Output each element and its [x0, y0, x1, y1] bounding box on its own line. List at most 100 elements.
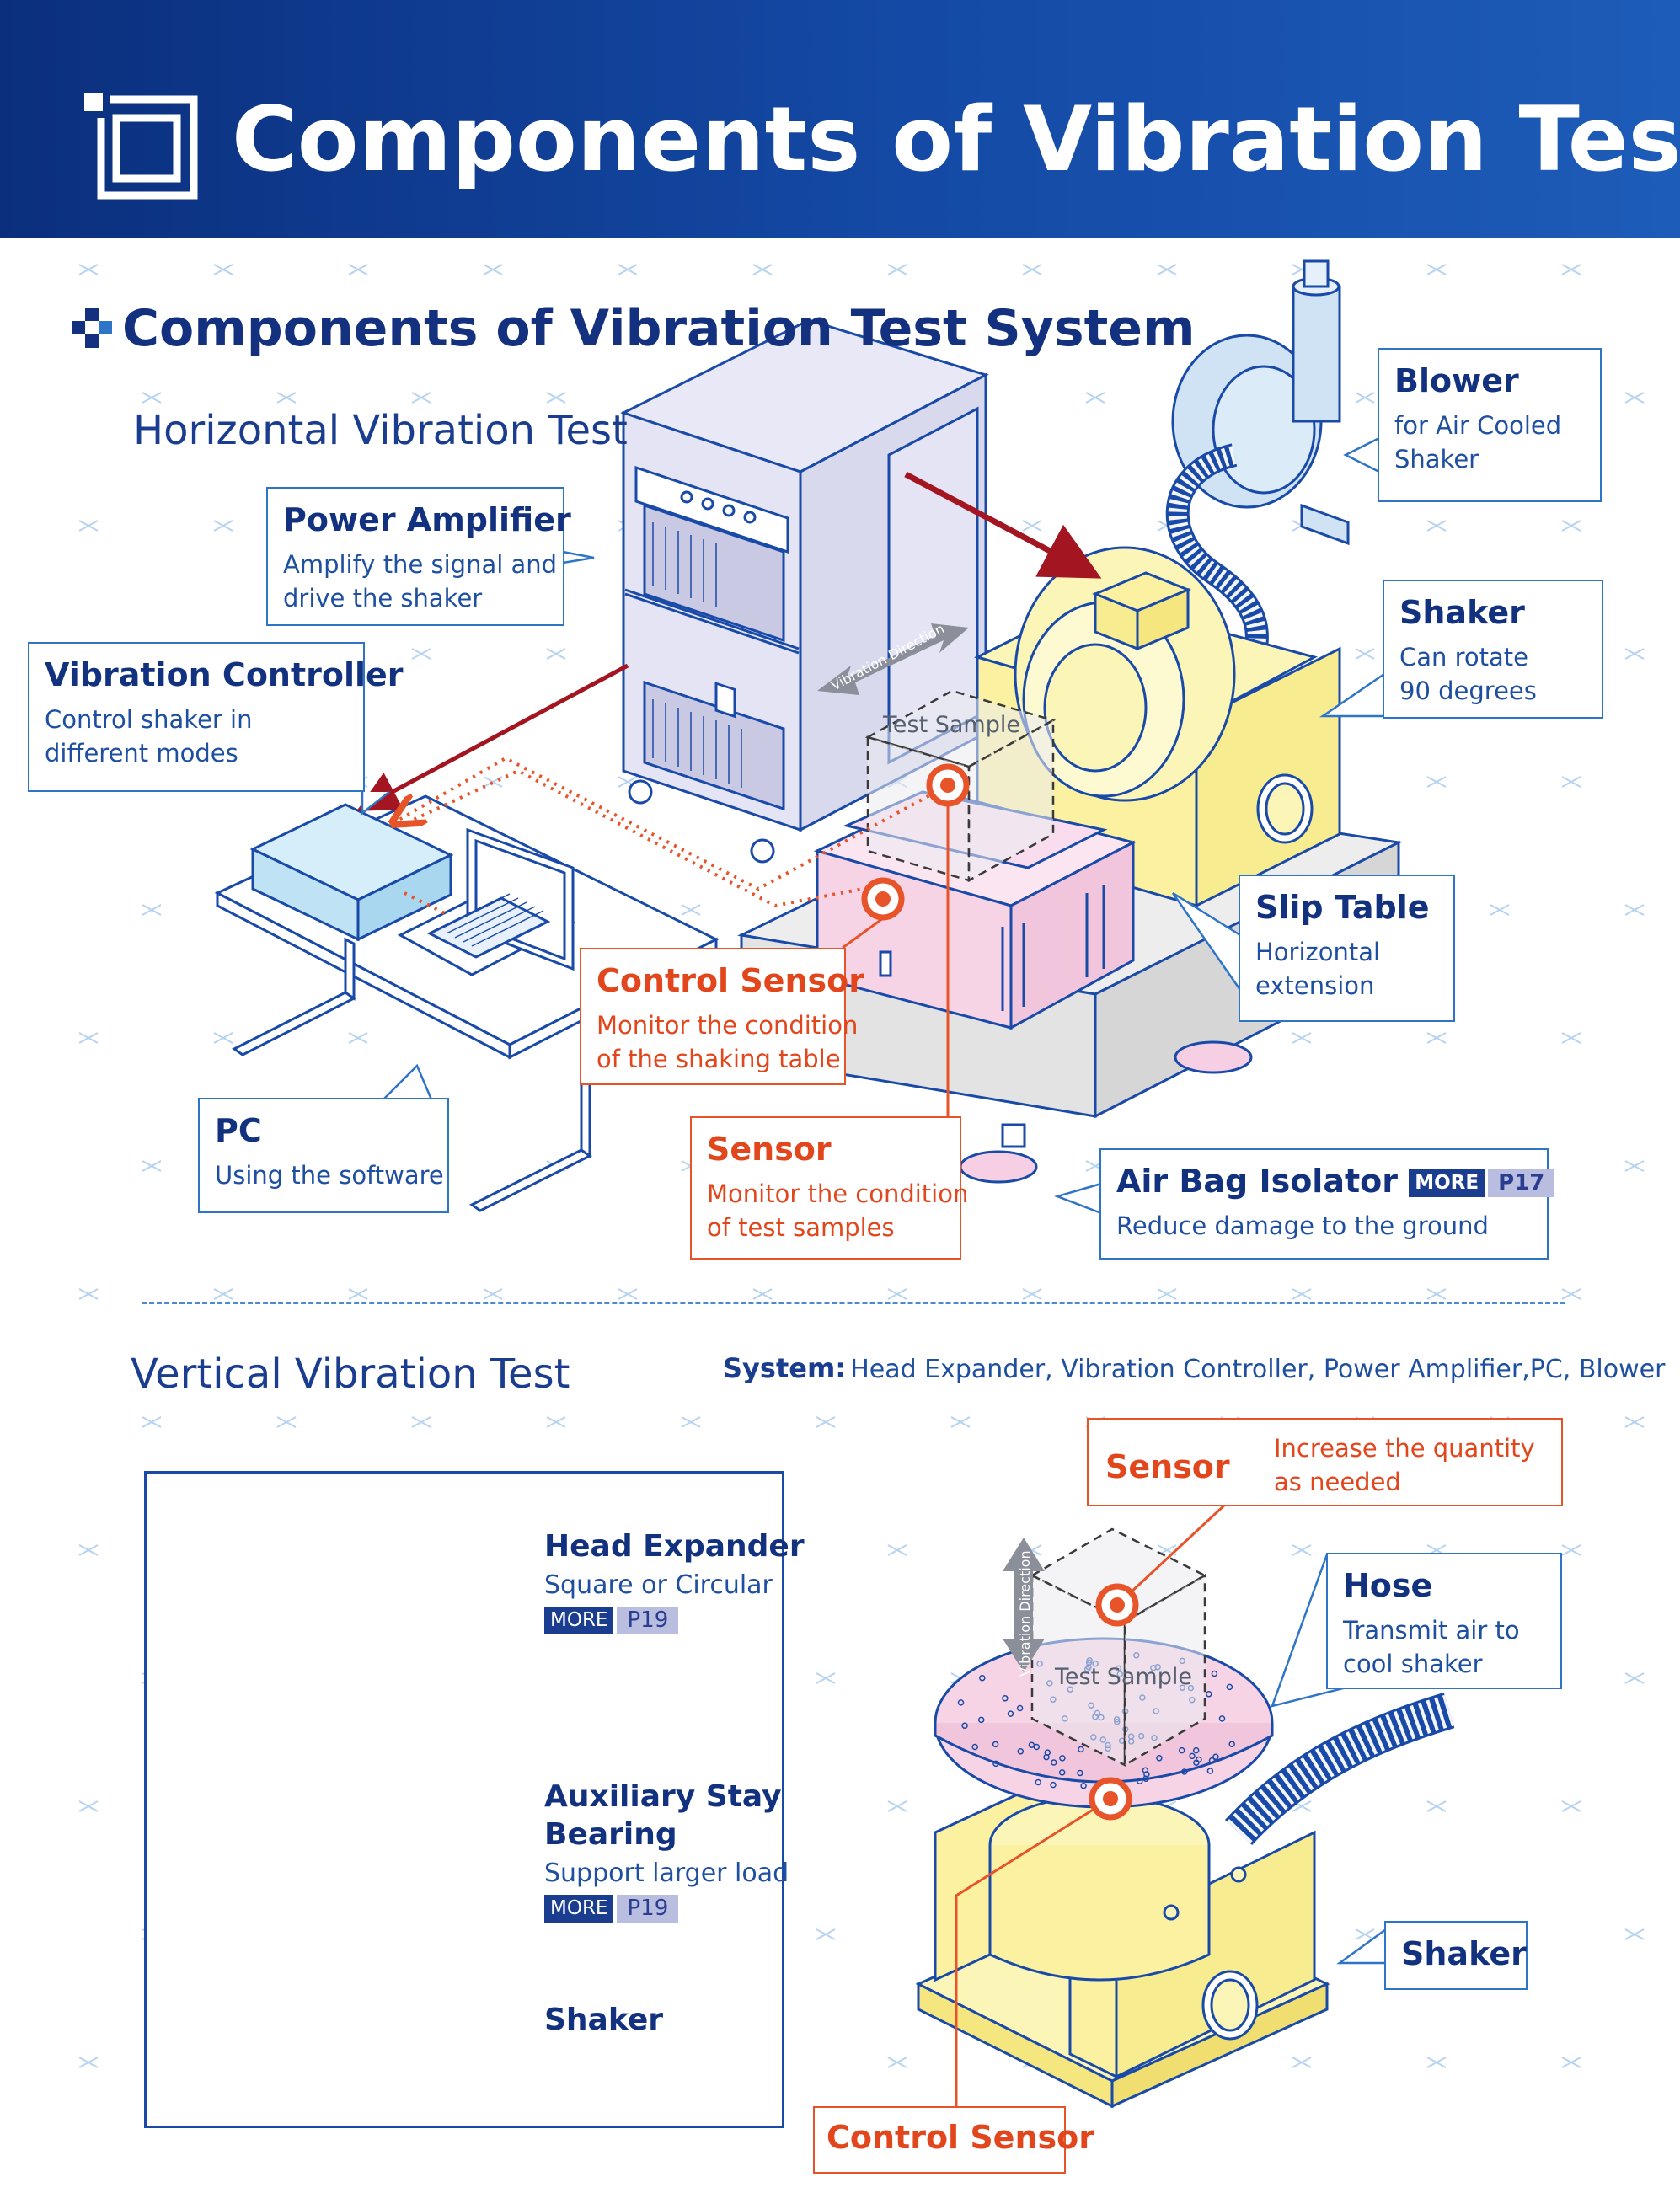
checker-squares-icon: [72, 308, 112, 348]
slip-table-title: Slip Table: [1255, 889, 1430, 926]
laptop-device: [397, 827, 576, 976]
page-title: Components of Vibration Test: [232, 88, 1680, 191]
horizontal-sensor-title: Sensor: [707, 1131, 832, 1168]
air-bag-title: Air Bag Isolator: [1116, 1163, 1398, 1200]
head-expander-more-label: MORE: [544, 1607, 614, 1634]
pc-title: PC: [215, 1112, 262, 1149]
vertical-control-sensor-title: Control Sensor: [827, 2119, 1094, 2156]
system-label: System:: [723, 1352, 847, 1384]
aux-bearing-title-line1: Auxiliary Stay: [544, 1779, 782, 1814]
window-frame-icon: [84, 93, 198, 200]
aux-bearing-desc: Support larger load: [544, 1859, 789, 1888]
vertical-vibration-direction-arrow: Vibration Direction: [1003, 1538, 1045, 1677]
exploded-view-panel: [144, 1471, 784, 2128]
hose-desc: Transmit air to cool shaker: [1343, 1613, 1545, 1681]
air-bag-desc: Reduce damage to the ground: [1116, 1211, 1489, 1240]
power-amplifier-desc-line2: drive the shaker: [283, 583, 483, 612]
control-sensor-desc-line1: Monitor the condition: [597, 1010, 859, 1040]
hose-desc-line2: cool shaker: [1343, 1649, 1483, 1678]
callout-slip-table: Slip Table Horizontal extension: [1239, 875, 1455, 1022]
vertical-sensor-desc-line2: as needed: [1274, 1468, 1401, 1497]
callout-vertical-control-sensor: Control Sensor: [813, 2106, 1094, 2174]
callout-power-amplifier: Power Amplifier Amplify the signal and dr…: [266, 487, 571, 626]
callout-air-bag-isolator: Air Bag Isolator MORE P17 Reduce damage …: [1099, 1148, 1555, 1260]
vertical-sensor-desc-line1: Increase the quantity: [1274, 1434, 1535, 1463]
vertical-vibration-direction-label: Vibration Direction: [1017, 1550, 1033, 1677]
blower-title: Blower: [1394, 362, 1519, 399]
slip-table-desc: Horizontal extension: [1255, 935, 1438, 1003]
air-bag-page-ref: P17: [1488, 1169, 1555, 1198]
control-sensor-desc-line2: of the shaking table: [597, 1044, 841, 1073]
system-text: Head Expander, Vibration Controller, Pow…: [850, 1355, 1666, 1384]
horizontal-test-sample-label: Test Sample: [883, 712, 1020, 738]
vibration-controller-title: Vibration Controller: [45, 656, 404, 693]
slip-table-desc-line1: Horizontal: [1255, 937, 1381, 966]
air-bag-more-label: MORE: [1409, 1169, 1485, 1197]
vertical-sensor-markers: [1089, 1583, 1139, 1821]
sensor-cables: [396, 756, 944, 916]
panel-shaker-title: Shaker: [544, 2003, 663, 2037]
blower-desc-line2: Shaker: [1394, 444, 1479, 473]
callout-hose: Hose Transmit air to cool shaker: [1326, 1553, 1562, 1689]
control-sensor-desc: Monitor the condition of the shaking tabl…: [597, 1008, 858, 1076]
vertical-sensor-title: Sensor: [1105, 1448, 1230, 1486]
power-amplifier-title: Power Amplifier: [283, 501, 571, 538]
callout-vertical-shaker: Shaker: [1384, 1921, 1528, 1990]
section-title-text: Components of Vibration Test System: [122, 299, 1196, 358]
vertical-sensor-desc: Increase the quantity as needed: [1274, 1431, 1535, 1499]
amplifier-vent-lines: [652, 522, 742, 788]
section-title: Components of Vibration Test System: [72, 299, 1195, 358]
head-expander-desc: Square or Circular: [544, 1570, 773, 1600]
callout-vertical-sensor: Sensor Increase the quantity as needed: [1087, 1418, 1563, 1506]
horizontal-shaker-desc-line2: 90 degrees: [1399, 676, 1537, 705]
control-sensor-title: Control Sensor: [597, 962, 864, 999]
vertical-shaker-title: Shaker: [1401, 1935, 1527, 1972]
vertical-sensor-leaders: [955, 1502, 1228, 2123]
horizontal-heading: Horizontal Vibration Test: [133, 407, 628, 454]
head-expander-page-ref: P19: [617, 1607, 679, 1635]
head-expander-title: Head Expander: [544, 1529, 805, 1564]
air-bag-more-badge[interactable]: MORE P17: [1409, 1169, 1555, 1198]
vibration-controller-desc-line2: different modes: [45, 738, 238, 768]
callout-control-sensor: Control Sensor Monitor the condition of t…: [580, 948, 864, 1085]
horizontal-shaker-desc-line1: Can rotate: [1399, 642, 1529, 671]
power-amplifier-desc-line1: Amplify the signal and: [283, 549, 558, 579]
horizontal-sensor-markers: [861, 763, 970, 921]
head-expander-more-badge[interactable]: MORE P19: [544, 1607, 679, 1635]
vertical-test-sample-label: Test Sample: [1055, 1664, 1192, 1690]
hose-desc-line1: Transmit air to: [1343, 1615, 1520, 1645]
callout-vibration-controller: Vibration Controller Control shaker in di…: [28, 642, 404, 792]
blower-device: [1171, 259, 1350, 546]
aux-bearing-title-line2: Bearing: [544, 1817, 677, 1852]
slip-table-desc-line2: extension: [1255, 971, 1375, 1000]
vertical-shaker-body: [915, 1779, 1330, 2109]
vertical-test-sample: [1030, 1527, 1207, 1768]
pc-desc: Using the software: [215, 1160, 444, 1190]
vibration-controller-device: [249, 803, 454, 942]
air-bag-isolators: [959, 1040, 1253, 1184]
amplifier-to-controller-cable: [356, 663, 629, 811]
power-amplifier-desc: Amplify the signal and drive the shaker: [283, 548, 557, 615]
air-bag-title-row: Air Bag Isolator MORE P17: [1116, 1162, 1555, 1202]
panel-shaker-label: Shaker: [544, 2001, 663, 2039]
section-divider: [142, 1302, 1565, 1304]
horizontal-sensor-desc-line2: of test samples: [707, 1212, 895, 1242]
aux-bearing-page-ref: P19: [617, 1895, 679, 1923]
blower-desc-line1: for Air Cooled: [1394, 410, 1562, 440]
aux-bearing-more-badge[interactable]: MORE P19: [544, 1895, 679, 1923]
horizontal-leader-lines: [842, 805, 950, 1116]
vibration-controller-desc: Control shaker in different modes: [45, 703, 348, 770]
amplifier-to-shaker-arrow: [904, 471, 1102, 579]
vibration-controller-desc-line1: Control shaker in: [45, 704, 253, 734]
hose-title: Hose: [1343, 1567, 1433, 1604]
panel-head-expander: Head Expander Square or Circular MORE P1…: [544, 1527, 805, 1635]
system-line: System: Head Expander, Vibration Control…: [723, 1352, 1665, 1384]
header-banner: Components of Vibration Test: [0, 0, 1680, 238]
